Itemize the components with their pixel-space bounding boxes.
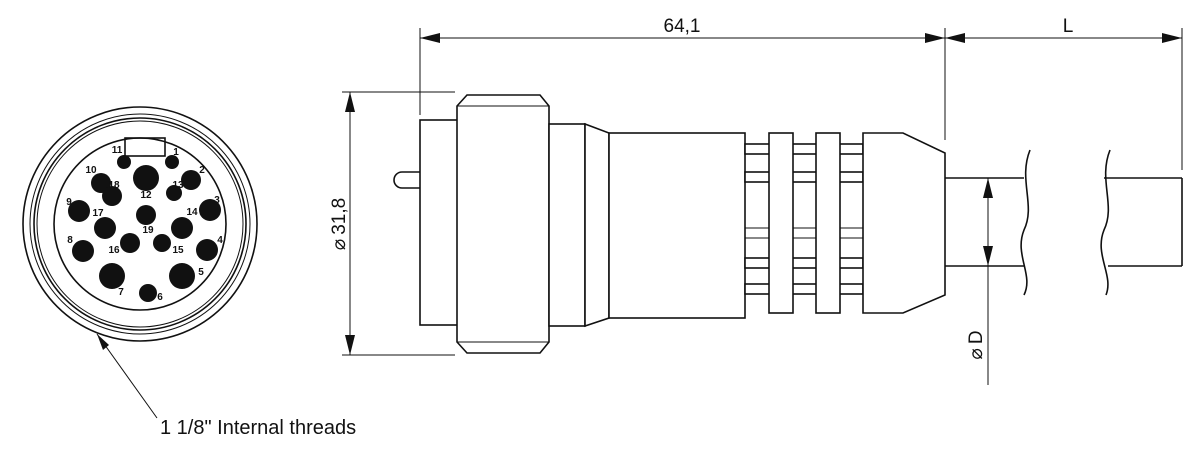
cable-diameter-value: D	[966, 330, 987, 344]
pin-label-18: 18	[108, 180, 120, 191]
pin-label-2: 2	[199, 165, 205, 176]
pin-6	[139, 284, 157, 302]
side-coupling-nut	[456, 94, 550, 354]
front-coding-key	[124, 137, 166, 157]
pin-label-5: 5	[198, 267, 204, 278]
pin-1	[165, 155, 179, 169]
arrow-cable-dia-bottom	[983, 246, 993, 266]
pin-label-1: 1	[173, 147, 179, 158]
arrow-cable-dia-top	[983, 178, 993, 198]
pin-13	[166, 185, 182, 201]
pin-8	[72, 240, 94, 262]
side-strain-relief	[862, 132, 946, 314]
callout-text: 1 1/8" Internal threads	[160, 417, 356, 439]
connector-side-view	[393, 94, 1183, 354]
pin-label-11: 11	[112, 145, 123, 156]
pin-label-13: 13	[172, 180, 184, 191]
dim-text-diameter: ⌀ 31,8	[329, 198, 350, 250]
pin-label-8: 8	[67, 235, 73, 246]
pin-3	[199, 199, 221, 221]
front-outer-ring	[22, 106, 258, 342]
side-body-taper	[584, 122, 610, 328]
pin-18	[102, 186, 122, 206]
pin-17	[94, 217, 116, 239]
pin-label-9: 9	[66, 197, 72, 208]
side-clamp-bar-top-1	[744, 143, 864, 155]
front-thread-ring-2	[33, 117, 247, 331]
diameter-symbol: ⌀	[329, 239, 350, 250]
dimension-diameter: ⌀ 31,8	[329, 91, 455, 356]
arrow-cable-left	[945, 33, 965, 43]
arrow-cable-right	[1162, 33, 1182, 43]
side-neck	[548, 123, 586, 327]
dimension-cable-length: L	[945, 16, 1182, 43]
side-clamp-bar-top-2	[744, 171, 864, 183]
callout-leader-line	[96, 333, 158, 419]
pin-16	[120, 233, 140, 253]
pin-label-14: 14	[186, 207, 198, 218]
side-rib-2	[815, 132, 841, 314]
side-front-insert	[419, 119, 461, 326]
pin-5	[169, 263, 195, 289]
callout-arrowhead	[97, 334, 109, 350]
arrow-dia-top	[345, 92, 355, 112]
dimension-cable-diameter: ⌀D	[966, 178, 993, 385]
dim-text-cable-length: L	[1063, 16, 1074, 37]
pin-label-16: 16	[108, 245, 120, 256]
pin-11	[117, 155, 131, 169]
arrow-length-left	[420, 33, 440, 43]
side-clamp-bar-bottom-1	[744, 257, 864, 269]
pin-12	[133, 165, 159, 191]
cable-break-right	[1100, 149, 1111, 296]
front-insert-face	[53, 137, 227, 311]
side-clamp-bar-bottom-2	[744, 283, 864, 295]
pin-label-6: 6	[157, 292, 163, 303]
pin-2	[181, 170, 201, 190]
dimension-length: 64,1	[419, 16, 1183, 170]
front-thread-ring-1	[29, 113, 251, 335]
pin-9	[68, 200, 90, 222]
arrow-dia-bottom	[345, 335, 355, 355]
cable-diameter-symbol: ⌀	[966, 348, 987, 359]
arrow-length-right	[925, 33, 945, 43]
pin-label-17: 17	[92, 208, 104, 219]
pin-label-10: 10	[85, 165, 97, 176]
pin-label-19: 19	[142, 225, 154, 236]
side-rib-1	[768, 132, 794, 314]
pin-label-3: 3	[214, 195, 220, 206]
side-pin-tip	[393, 171, 420, 189]
pin-label-12: 12	[140, 190, 152, 201]
pin-7	[99, 263, 125, 289]
dim-text-length: 64,1	[664, 16, 701, 37]
cable-break-left	[1020, 149, 1031, 296]
pin-label-15: 15	[172, 245, 184, 256]
side-main-body	[608, 132, 746, 319]
pin-label-4: 4	[217, 235, 223, 246]
diameter-value: 31,8	[329, 198, 350, 235]
pin-4	[196, 239, 218, 261]
pin-19	[136, 205, 156, 225]
pin-14	[171, 217, 193, 239]
thread-callout: 1 1/8" Internal threads	[96, 333, 356, 439]
pin-15	[153, 234, 171, 252]
front-thread-ring-3	[36, 120, 244, 328]
dim-text-cable-diameter: ⌀D	[966, 330, 987, 359]
pin-label-7: 7	[118, 287, 124, 298]
